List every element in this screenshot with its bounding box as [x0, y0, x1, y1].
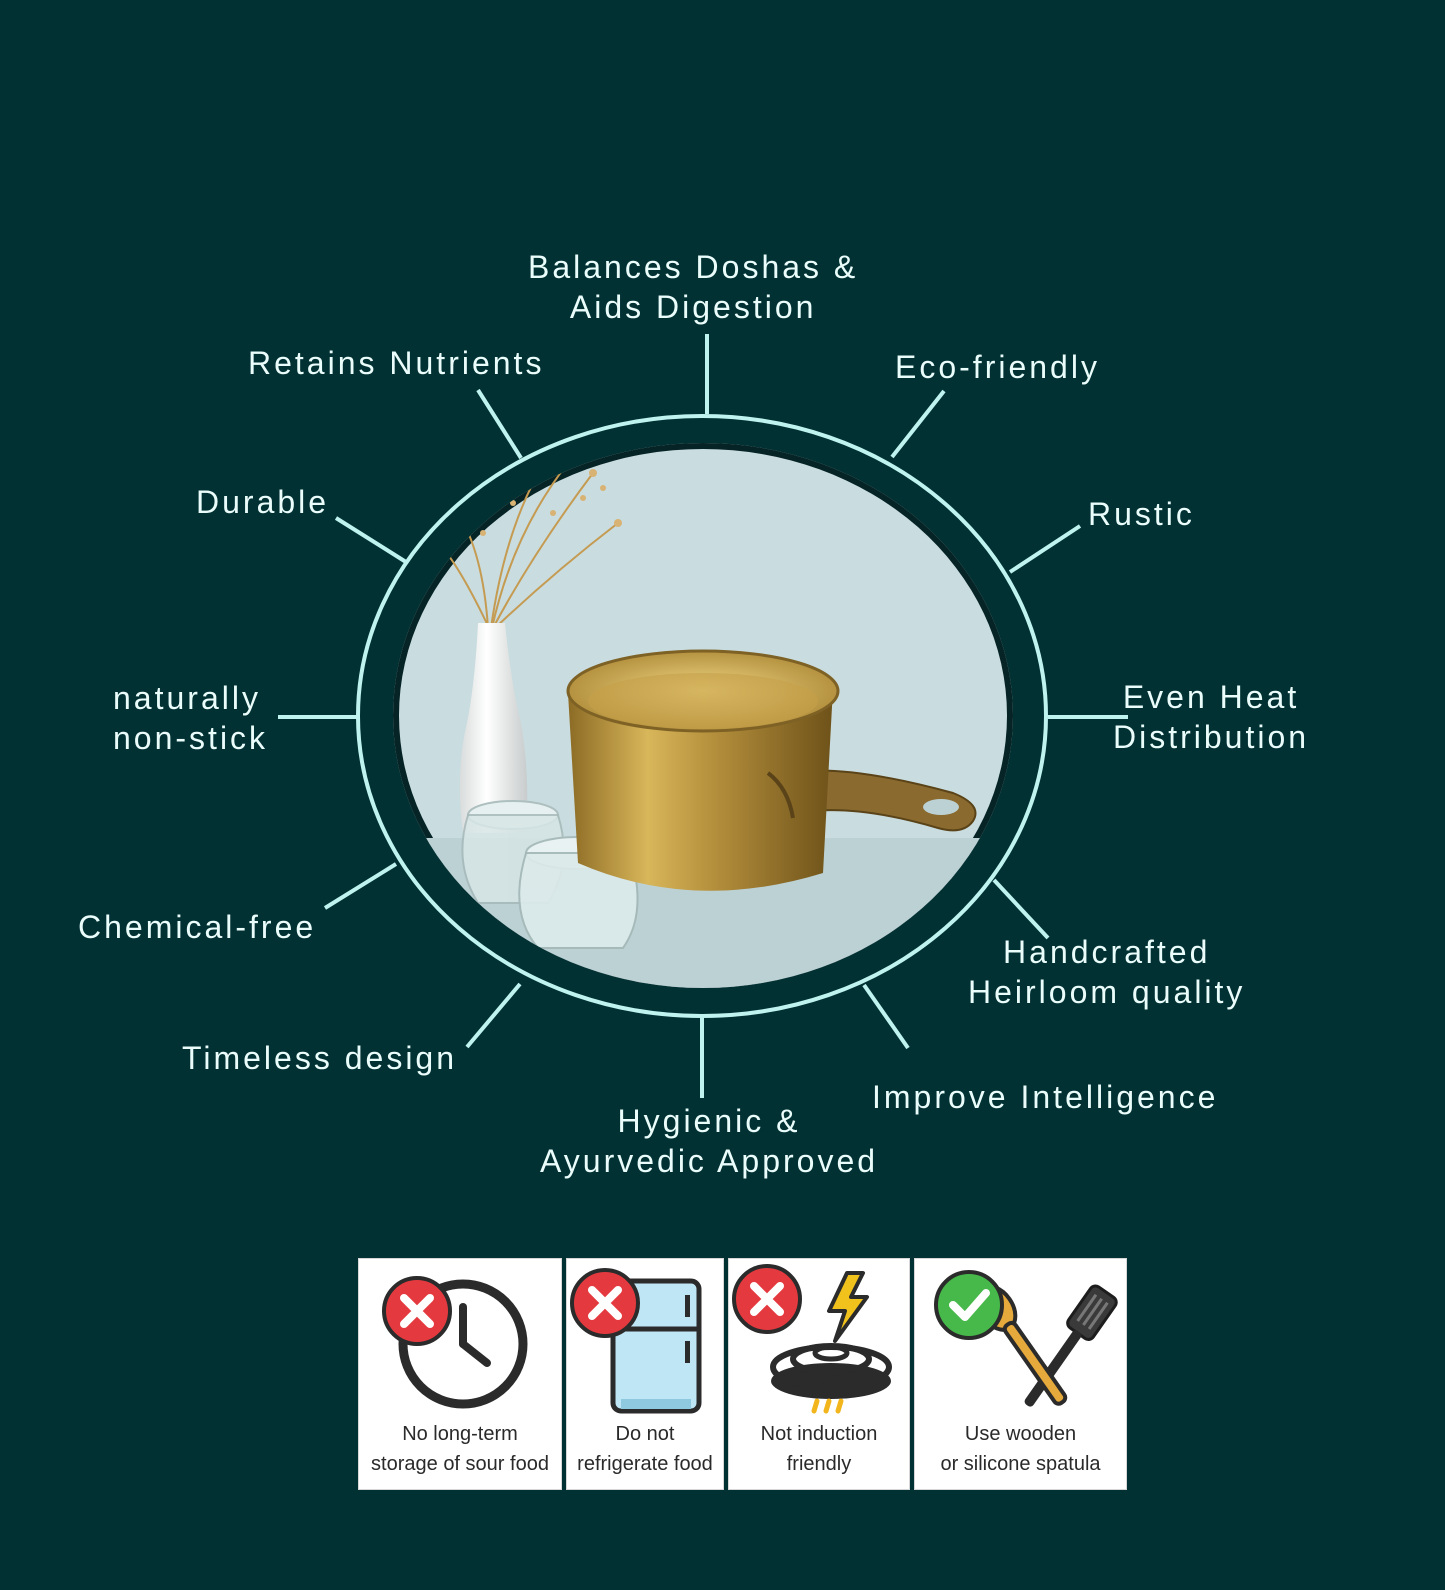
- induction-hob-icon: [732, 1264, 892, 1414]
- care-caption: Not induction friendly: [760, 1423, 878, 1475]
- care-card-no-storage: No long-term storage of sour food: [358, 1258, 562, 1490]
- spoke-rustic: [1008, 524, 1082, 574]
- feature-handcrafted: Handcrafted Heirloom quality: [968, 934, 1246, 1010]
- feature-balances: Balances Doshas & Aids Digestion: [528, 249, 859, 325]
- spoke-eco: [890, 389, 946, 459]
- care-caption: Do not refrigerate food: [577, 1423, 713, 1475]
- feature-eco: Eco-friendly: [895, 349, 1100, 385]
- cross-badge-icon: [732, 1264, 802, 1334]
- cross-badge-icon: [570, 1268, 640, 1338]
- spoke-durable: [334, 516, 408, 564]
- care-card-spatula: Use wooden or silicone spatula: [914, 1258, 1127, 1490]
- care-card-no-induction: Not induction friendly: [728, 1258, 910, 1490]
- feature-nutrients: Retains Nutrients: [248, 345, 545, 381]
- pan-body: [568, 688, 833, 891]
- feature-durable: Durable: [196, 484, 330, 520]
- brass-saucepan-illustration: [393, 459, 1013, 988]
- feature-chemical: Chemical-free: [78, 909, 317, 945]
- care-caption: Use wooden or silicone spatula: [940, 1423, 1101, 1475]
- refrigerator-icon: [570, 1268, 702, 1414]
- care-card-no-fridge: Do not refrigerate food: [566, 1258, 724, 1490]
- clock-icon: [382, 1276, 528, 1409]
- spoke-nutrients: [476, 388, 523, 460]
- feature-intelligence: Improve Intelligence: [872, 1079, 1219, 1115]
- white-vase: [459, 623, 528, 833]
- feature-even-heat: Even Heat Distribution: [1113, 679, 1310, 755]
- feature-rustic: Rustic: [1088, 496, 1195, 532]
- spoke-chemical: [323, 862, 398, 910]
- check-badge-icon: [934, 1270, 1004, 1340]
- lightning-icon: [827, 1271, 869, 1343]
- care-caption: No long-term storage of sour food: [371, 1423, 549, 1475]
- feature-nonstick: naturally non-stick: [113, 680, 269, 756]
- feature-timeless: Timeless design: [182, 1040, 458, 1076]
- pan-handle: [786, 769, 977, 832]
- spoke-handcrafted: [992, 878, 1050, 940]
- spatula-icon: [934, 1270, 1118, 1407]
- cross-badge-icon: [382, 1276, 452, 1346]
- spoke-timeless: [465, 982, 522, 1049]
- feature-hygienic: Hygienic & Ayurvedic Approved: [540, 1103, 879, 1179]
- spoke-intelligence: [862, 983, 910, 1050]
- product-photo: [393, 443, 1013, 988]
